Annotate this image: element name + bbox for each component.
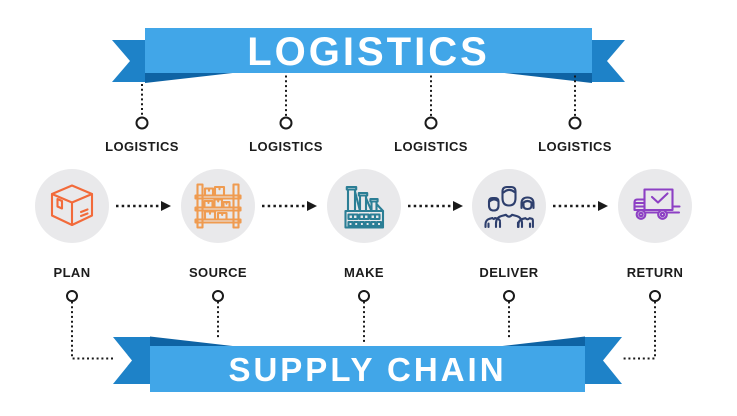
arrow-head — [161, 201, 171, 211]
stage-source: SOURCE — [181, 169, 255, 339]
connector-dotted-line — [71, 301, 113, 360]
ribbon-band — [150, 346, 585, 392]
supply-chain-ribbon-title: SUPPLY CHAIN — [228, 351, 506, 388]
logistics-connector-3: LOGISTICS — [394, 75, 468, 154]
stage-return: RETURN — [618, 169, 692, 360]
ribbon-tail-right — [585, 337, 622, 384]
ribbon-fold-right — [500, 72, 592, 83]
logistics-connector-2: LOGISTICS — [249, 75, 323, 154]
ribbon-fold-left — [145, 72, 237, 83]
flow-arrow — [116, 201, 171, 211]
logistics-ribbon: LOGISTICS — [112, 28, 625, 83]
logistics-connector-label: LOGISTICS — [538, 139, 612, 154]
flow-arrow — [408, 201, 463, 211]
logistics-ribbon-title: LOGISTICS — [247, 30, 490, 74]
stage-label-return: RETURN — [627, 265, 684, 280]
connector-pin — [649, 290, 661, 302]
icon-circle — [618, 169, 692, 243]
connector-pin — [279, 116, 293, 130]
icon-circle — [327, 169, 401, 243]
ribbon-tail-left — [112, 40, 145, 82]
factory-icon — [344, 185, 385, 229]
logistics-connector-label: LOGISTICS — [249, 139, 323, 154]
icon-circle — [181, 169, 255, 243]
arrow-head — [598, 201, 608, 211]
connector-pin — [424, 116, 438, 130]
connector-pin — [503, 290, 515, 302]
connector-pin — [135, 116, 149, 130]
stage-label-make: MAKE — [344, 265, 384, 280]
ribbon-fold-left — [150, 336, 237, 347]
logistics-connector-label: LOGISTICS — [105, 139, 179, 154]
arrow-head — [453, 201, 463, 211]
ribbon-tail-right — [592, 40, 625, 82]
supply-chain-ribbon: SUPPLY CHAIN — [113, 336, 622, 392]
flow-arrow — [553, 201, 608, 211]
stage-plan: PLAN — [35, 169, 113, 360]
arrow-head — [307, 201, 317, 211]
logistics-connector-4: LOGISTICS — [538, 75, 612, 154]
ribbon-band — [145, 28, 592, 73]
ribbon-fold-right — [498, 336, 585, 347]
connector-pin — [358, 290, 370, 302]
logistics-connector-1: LOGISTICS — [105, 84, 179, 154]
stage-deliver: DELIVER — [472, 169, 546, 339]
people-group-icon — [484, 185, 535, 229]
logistics-connector-label: LOGISTICS — [394, 139, 468, 154]
connector-pin — [212, 290, 224, 302]
stage-label-plan: PLAN — [54, 265, 91, 280]
ribbon-tail-left — [113, 337, 150, 384]
connector-pin — [568, 116, 582, 130]
stage-label-deliver: DELIVER — [479, 265, 538, 280]
delivery-truck-icon — [633, 188, 681, 220]
package-box-icon — [50, 184, 94, 227]
flow-arrow — [262, 201, 317, 211]
connector-pin — [66, 290, 78, 302]
stage-label-source: SOURCE — [189, 265, 247, 280]
warehouse-shelf-icon — [194, 183, 242, 229]
connector-dotted-line — [623, 301, 656, 360]
stage-make: MAKE — [327, 169, 401, 345]
